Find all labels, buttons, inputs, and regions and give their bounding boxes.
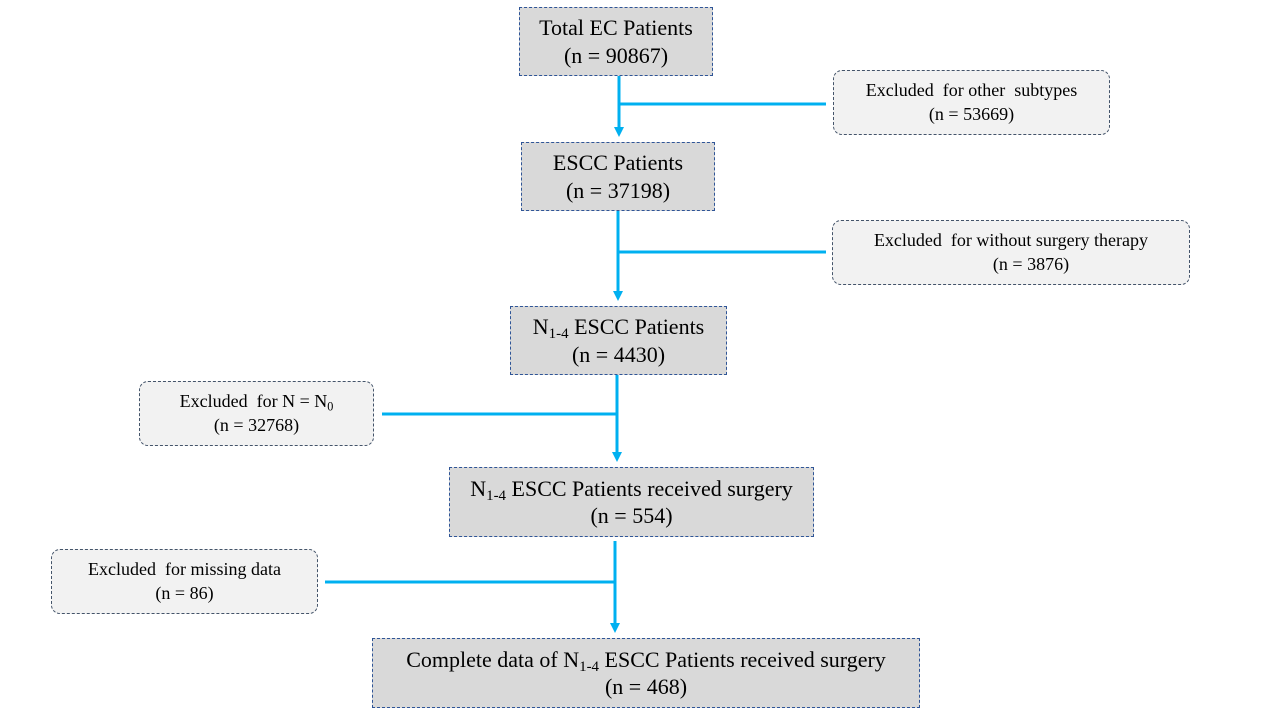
surgery-title-rest: ESCC Patients received surgery — [506, 475, 793, 501]
complete-subscript: 1-4 — [579, 658, 600, 675]
excluded-n0-box: Excluded for N = N0 (n = 32768) — [139, 381, 374, 446]
complete-n-letter: N — [563, 646, 580, 672]
total-title: Total EC Patients — [539, 15, 693, 40]
n14-escc-patients-box: N1-4 ESCC Patients (n = 4430) — [510, 306, 727, 375]
n14-received-surgery-box: N1-4 ESCC Patients received surgery (n =… — [449, 467, 814, 537]
excluded-missing-title: Excluded for missing data — [88, 559, 281, 580]
excluded-missing-count: (n = 86) — [155, 582, 214, 603]
complete-title-prefix: Complete data of — [406, 646, 564, 672]
complete-count: (n = 468) — [604, 674, 688, 699]
total-ec-patients-box: Total EC Patients (n = 90867) — [519, 7, 713, 76]
escc-title: ESCC Patients — [552, 150, 684, 175]
excluded-without-surgery-count: (n = 3876) — [992, 253, 1070, 274]
n14-title-rest: ESCC Patients — [568, 314, 705, 339]
n14-n-letter: N — [532, 314, 549, 339]
escc-count: (n = 37198) — [565, 177, 671, 203]
n14-subscript: 1-4 — [548, 326, 569, 343]
escc-patients-box: ESCC Patients (n = 37198) — [521, 142, 715, 211]
surgery-title: N1-4 ESCC Patients received surgery — [470, 475, 793, 504]
excluded-n0-count: (n = 32768) — [213, 414, 300, 435]
excluded-n0-title: Excluded for N = N — [179, 391, 328, 412]
excluded-n0-title-line: Excluded for N = N0 — [180, 390, 334, 413]
surgery-n-letter: N — [470, 475, 487, 501]
excluded-other-subtypes-title: Excluded for other subtypes — [865, 80, 1078, 101]
excluded-other-subtypes-count: (n = 53669) — [928, 103, 1015, 124]
excluded-n0-subscript: 0 — [327, 399, 334, 414]
complete-title-rest: ESCC Patients received surgery — [599, 646, 886, 672]
surgery-count: (n = 554) — [590, 503, 673, 528]
surgery-subscript: 1-4 — [486, 487, 507, 504]
total-count: (n = 90867) — [563, 42, 669, 68]
excluded-without-surgery-box: Excluded for without surgery therapy (n … — [832, 220, 1190, 285]
n14-title: N1-4 ESCC Patients — [532, 313, 705, 343]
complete-title: Complete data of N1-4 ESCC Patients rece… — [406, 646, 886, 675]
complete-data-box: Complete data of N1-4 ESCC Patients rece… — [372, 638, 920, 708]
excluded-without-surgery-title: Excluded for without surgery therapy — [873, 230, 1149, 251]
excluded-missing-data-box: Excluded for missing data (n = 86) — [51, 549, 318, 614]
excluded-other-subtypes-box: Excluded for other subtypes (n = 53669) — [833, 70, 1110, 135]
n14-count: (n = 4430) — [571, 341, 666, 367]
